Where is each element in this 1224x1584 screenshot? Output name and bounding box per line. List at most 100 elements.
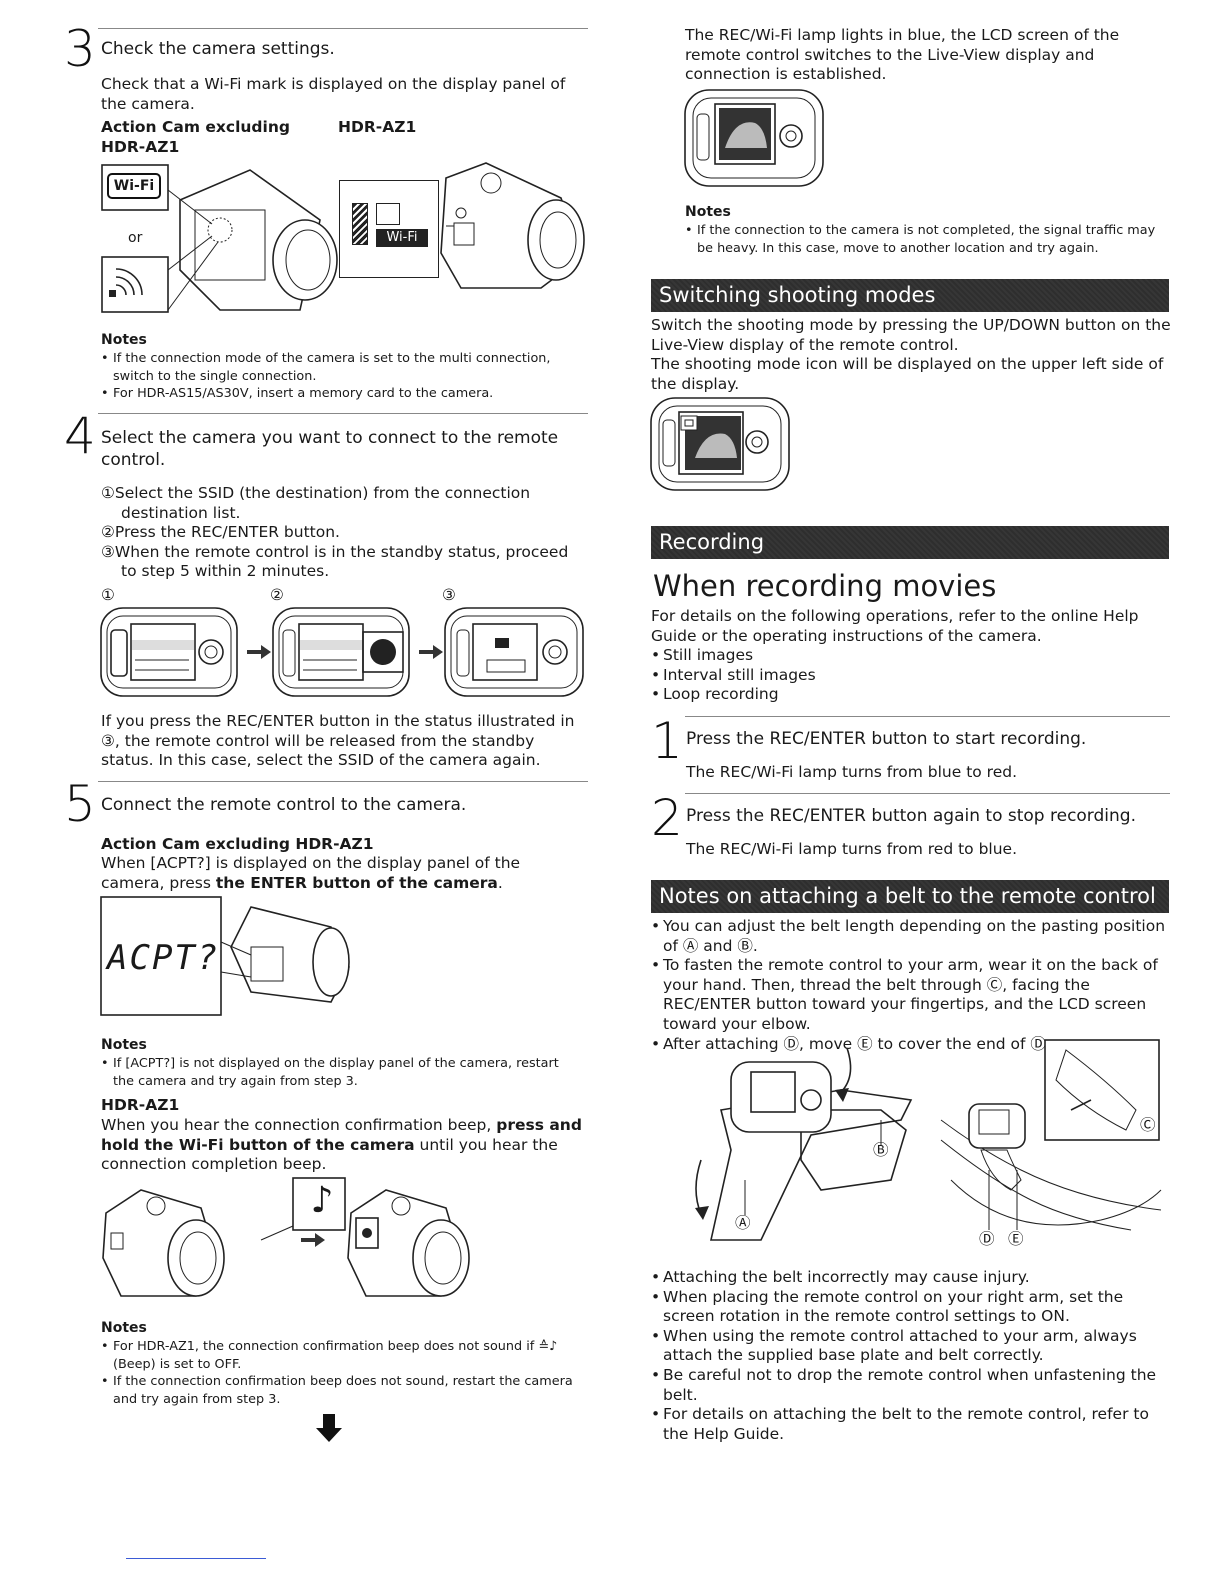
belt-bullet-continued-text: After attaching Ⓓ, move Ⓔ to cover the e… [663,1034,1051,1053]
divider [685,716,1170,717]
or-label: or [128,230,143,246]
belt-bullet: To fasten the remote control to your arm… [651,956,1166,1034]
label-action-cam-line2: HDR-AZ1 [101,137,180,156]
fig-label-2: ② [270,586,284,604]
note-item: For HDR-AZ1, the connection confirmation… [101,1338,591,1373]
belt-bullet: Attaching the belt incorrectly may cause… [651,1268,1166,1288]
note-item: If [ACPT?] is not displayed on the displ… [101,1055,581,1090]
az1-beep-illustration [102,1177,470,1297]
note-item: If the connection confirmation beep does… [101,1373,591,1408]
remote-liveview-illustration [684,89,824,187]
note-icon: ♪ [310,1180,334,1221]
step-5-sub2: HDR-AZ1 [101,1096,180,1114]
remote-mode-icon-illustration [650,397,790,491]
switching-body-1: Switch the shooting mode by pressing the… [651,316,1171,354]
belt-bullet: For details on attaching the belt to the… [651,1405,1166,1444]
rec-step-1-title: Press the REC/ENTER button to start reco… [686,729,1087,749]
step-5-body2-emph: press and hold the Wi-Fi button of the c… [101,1116,582,1154]
callout-a: Ⓐ [735,1214,751,1232]
switching-body-2: The shooting mode icon will be displayed… [651,355,1164,393]
step-4-number: 4 [64,407,96,465]
battery-icon [352,203,368,245]
step-5-body2-end: until you hear the connection completion… [101,1135,558,1174]
step-3-title: Check the camera settings. [101,39,335,59]
step-5-notes-heading: Notes [101,1037,147,1053]
divider [98,781,588,782]
belt-bullets-after: Attaching the belt incorrectly may cause… [651,1268,1166,1444]
step-5-body1-end: . [497,873,503,892]
step-5-notes2-heading: Notes [101,1320,147,1336]
step-5-body1-text: When [ACPT?] is displayed on the display… [101,854,521,892]
belt-bullet: When placing the remote control on your … [651,1288,1166,1327]
continue-arrow-icon [316,1414,342,1442]
footer-line [126,1558,266,1559]
section-heading-recording: Recording [651,526,1169,559]
belt-attaching-illustration [695,1039,1162,1241]
rec-step-2-title: Press the REC/ENTER button again to stop… [686,806,1136,826]
label-hdr-az1: HDR-AZ1 [338,118,417,136]
step-4-item: ③When the remote control is in the stand… [101,542,569,581]
callout-c: Ⓒ [1140,1116,1156,1134]
step-4-items: ①Select the SSID (the destination) from … [101,484,571,582]
rec-step-1-body: The REC/Wi-Fi lamp turns from blue to re… [686,763,1018,781]
remote-1 [100,607,238,697]
step-5-notes: If [ACPT?] is not displayed on the displ… [101,1055,581,1090]
step-3-notes-heading: Notes [101,332,147,348]
fig-label-1: ① [101,586,115,604]
acpt-display: ACPT? [107,938,220,978]
step-4-title: Select the camera you want to connect to… [101,428,559,470]
belt-arm-figure [940,1039,1162,1231]
label-action-cam-line1: Action Cam excluding [101,118,290,136]
recording-bullet: Loop recording [651,685,1151,705]
section-heading-belt: Notes on attaching a belt to the remote … [651,880,1169,913]
step-5-body1: When [ACPT?] is displayed on the display… [101,854,571,893]
callout-d: Ⓓ [979,1230,995,1248]
step-5-body2: When you hear the connection confirmatio… [101,1116,591,1175]
callout-b: Ⓑ [873,1141,889,1159]
wifi-signal-box [101,256,169,313]
callout-e: Ⓔ [1008,1230,1024,1248]
remote-control-sequence [100,607,584,697]
step-4-after-text: If you press the REC/ENTER button in the… [101,712,575,770]
recording-subheading: When recording movies [653,569,997,603]
step-5-sub1: Action Cam excluding HDR-AZ1 [101,835,374,853]
step-5-notes2: For HDR-AZ1, the connection confirmation… [101,1338,591,1408]
belt-remote-figure [695,1047,913,1241]
rec-step-2-number: 2 [651,789,683,847]
wifi-screen-label: Wi-Fi [376,229,428,247]
section-heading-switching: Switching shooting modes [651,279,1169,312]
record-mode-icon [376,203,400,225]
divider [98,413,588,414]
belt-bullets: You can adjust the belt length depending… [651,917,1166,1054]
belt-bullet: When using the remote control attached t… [651,1327,1166,1366]
note-item: If the connection to the camera is not c… [685,222,1171,257]
recording-bullet: Interval still images [651,666,1151,686]
step-3-number: 3 [64,20,96,78]
recording-bullet: Still images [651,646,1151,666]
step-5-body1-emph: the ENTER button of the camera [215,873,498,892]
rec-step-1-number: 1 [651,712,683,770]
connection-notes: If the connection to the camera is not c… [685,222,1171,257]
divider [685,793,1170,794]
step-4-item: ②Press the REC/ENTER button. [101,523,340,542]
recording-body: For details on the following operations,… [651,607,1139,645]
step-3-body: Check that a Wi-Fi mark is displayed on … [101,75,566,113]
note-item: For HDR-AS15/AS30V, insert a memory card… [101,385,591,403]
remote-3 [444,607,584,697]
wifi-badge: Wi-Fi [107,173,161,199]
label-action-cam: Action Cam excluding HDR-AZ1 [101,118,290,157]
connection-notes-heading: Notes [685,204,731,220]
note-item: If the connection mode of the camera is … [101,350,591,385]
step-5-title: Connect the remote control to the camera… [101,795,467,815]
divider [98,28,588,29]
connection-established-text: The REC/Wi-Fi lamp lights in blue, the L… [685,26,1120,84]
hdr-az1-screen-box: Wi-Fi [339,180,439,278]
fig-label-3: ③ [442,586,456,604]
step-5-number: 5 [64,775,96,833]
belt-bullet: You can adjust the belt length depending… [651,917,1166,956]
step-5-body2-text: When you hear the connection confirmatio… [101,1116,497,1134]
step-4-item: ①Select the SSID (the destination) from … [101,484,531,522]
recording-bullets: Still images Interval still images Loop … [651,646,1151,705]
acpt-illustration [100,896,350,1016]
hdr-az1-illustration [440,162,585,289]
